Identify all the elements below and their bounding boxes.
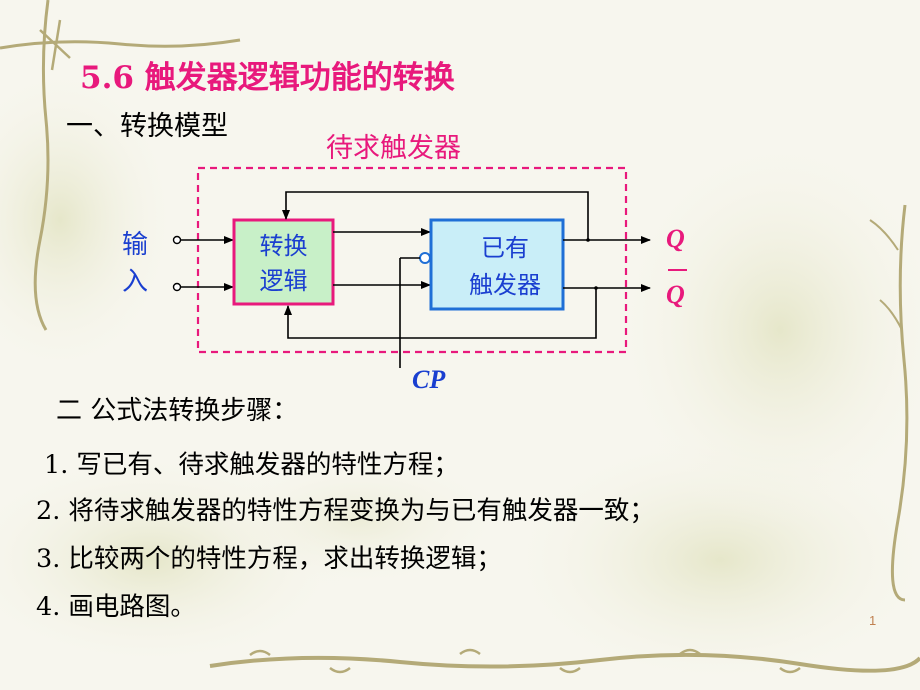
input-terminal-1 bbox=[172, 235, 182, 245]
clock-inversion-bubble bbox=[419, 252, 431, 264]
slide-title: 5.6 触发器逻辑功能的转换 bbox=[80, 60, 455, 96]
target-flipflop-dashed-box bbox=[196, 166, 628, 354]
clock-label: CP bbox=[412, 365, 446, 394]
step-1: 1. 写已有、待求触发器的特性方程； bbox=[44, 450, 459, 480]
vine-left bbox=[33, 0, 50, 331]
step-3: 3. 比较两个的特性方程，求出转换逻辑； bbox=[36, 544, 502, 574]
section-heading-model: 一、转换模型 bbox=[66, 111, 228, 142]
vine-right bbox=[869, 204, 909, 602]
conversion-logic-line-2: 逻辑 bbox=[260, 267, 308, 295]
existing-flipflop-line-2: 触发器 bbox=[469, 271, 541, 299]
input-label-top: 输 bbox=[122, 230, 148, 260]
existing-flipflop-line-1: 已有 bbox=[481, 234, 529, 262]
step-4: 4. 画电路图。 bbox=[36, 592, 196, 622]
input-label-bottom: 入 bbox=[122, 267, 148, 297]
conversion-logic-box bbox=[232, 218, 335, 306]
section-heading-steps: 二 公式法转换步骤： bbox=[56, 396, 299, 426]
input-terminal-2 bbox=[172, 282, 182, 292]
existing-flipflop-box bbox=[429, 218, 565, 311]
conversion-logic-line-1: 转换 bbox=[260, 232, 308, 260]
output-qbar-label: Q bbox=[666, 280, 685, 309]
vine-bottom bbox=[209, 648, 920, 674]
page-number: 1 bbox=[869, 613, 877, 628]
feedback-bottom bbox=[284, 288, 597, 339]
feedback-top bbox=[282, 191, 589, 240]
step-2: 2. 将待求触发器的特性方程变换为与已有触发器一致； bbox=[36, 496, 655, 526]
output-q-label: Q bbox=[666, 224, 685, 253]
target-flipflop-label: 待求触发器 bbox=[326, 133, 461, 164]
